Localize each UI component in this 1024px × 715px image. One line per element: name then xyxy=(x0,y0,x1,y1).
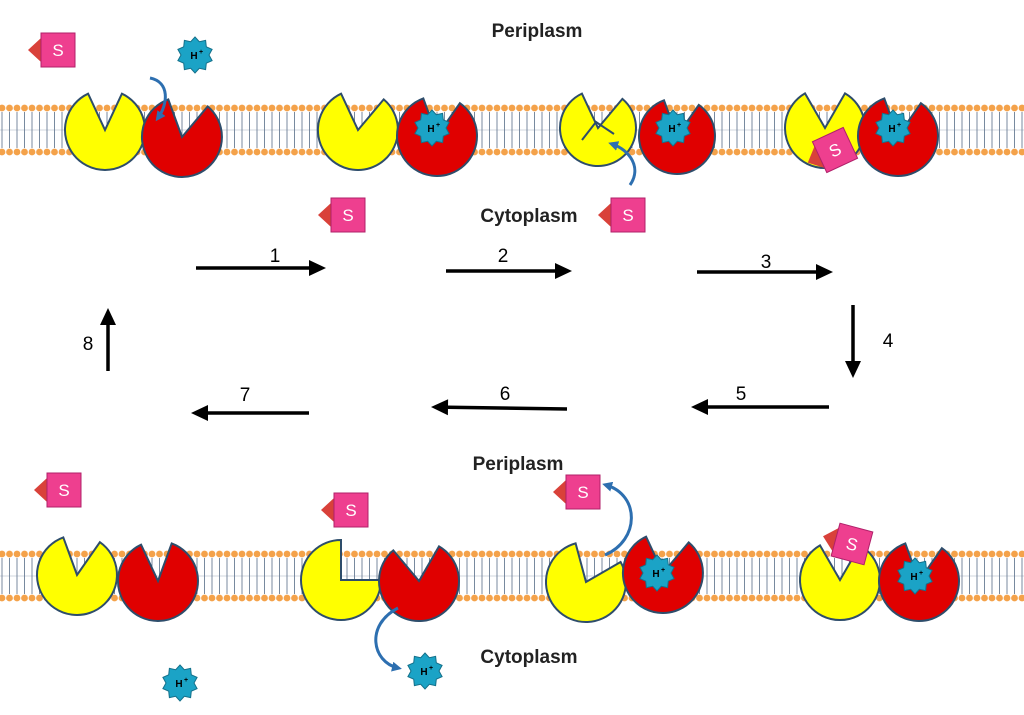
transporter-yellow-b xyxy=(316,92,399,171)
proton-bound-e: H+ xyxy=(897,557,933,595)
step-arrow-3 xyxy=(697,264,833,280)
cytoplasm-label-bottom: Cytoplasm xyxy=(480,647,577,668)
step-label-2: 2 xyxy=(498,246,509,267)
substrate-label: S xyxy=(342,206,353,225)
curved-arrow-a xyxy=(149,76,167,122)
proton-label: H xyxy=(888,124,895,135)
transporter-yellow-h xyxy=(36,536,118,616)
step-label-3: 3 xyxy=(761,252,772,273)
substrate-cytoplasm-b: S xyxy=(318,197,366,233)
substrate-label: S xyxy=(58,481,69,500)
proton-bound-c: H+ xyxy=(655,109,691,147)
proton-bound-d: H+ xyxy=(875,109,911,147)
step-label-7: 7 xyxy=(240,385,251,406)
membrane-top xyxy=(0,104,1024,156)
proton-charge-label: + xyxy=(897,122,901,129)
transporter-red-g xyxy=(378,545,461,623)
substrate-label: S xyxy=(345,501,356,520)
substrate-bound-e: S xyxy=(823,522,874,566)
proton-label: H xyxy=(668,124,675,135)
inner-fold-c xyxy=(581,120,615,141)
proton-bound-f: H+ xyxy=(639,554,675,592)
substrate-label: S xyxy=(577,483,588,502)
proton-label: H xyxy=(190,51,197,62)
step-arrow-2 xyxy=(446,263,572,279)
substrate-label: S xyxy=(52,41,63,60)
substrate-periplasm-a: S xyxy=(28,32,76,68)
substrate-periplasm-h: S xyxy=(34,472,82,508)
proton-label: H xyxy=(910,572,917,583)
proton-label: H xyxy=(420,667,427,678)
step-arrow-5 xyxy=(691,399,829,415)
substrate-label: S xyxy=(622,206,633,225)
substrate-periplasm-g: S xyxy=(321,492,369,528)
proton-charge-label: + xyxy=(436,122,440,129)
step-label-6: 6 xyxy=(500,384,511,405)
step-label-5: 5 xyxy=(736,384,747,405)
substrate-bound-d: S xyxy=(807,126,859,174)
proton-charge-label: + xyxy=(184,677,188,684)
step-arrow-6 xyxy=(431,399,568,416)
proton-charge-label: + xyxy=(677,122,681,129)
proton-cytoplasm-g: H+ xyxy=(407,652,443,690)
proton-label: H xyxy=(652,569,659,580)
proton-charge-label: + xyxy=(199,49,203,56)
substrate-label: S xyxy=(844,534,860,555)
curved-arrow-f xyxy=(602,481,633,557)
step-arrow-8 xyxy=(100,308,116,371)
periplasm-label-bottom: Periplasm xyxy=(473,454,564,475)
proton-label: H xyxy=(175,679,182,690)
substrate-released-f: S xyxy=(553,474,601,510)
step-arrow-7 xyxy=(191,405,309,421)
proton-charge-label: + xyxy=(919,570,923,577)
curved-arrow-g xyxy=(374,606,402,672)
step-arrow-1 xyxy=(196,260,326,276)
step-label-8: 8 xyxy=(83,334,94,355)
proton-cytoplasm-h: H+ xyxy=(162,664,198,702)
proton-charge-label: + xyxy=(661,567,665,574)
proton-periplasm-a: H+ xyxy=(177,36,213,74)
proton-label: H xyxy=(427,124,434,135)
proton-charge-label: + xyxy=(429,665,433,672)
step-label-1: 1 xyxy=(270,246,281,267)
proton-bound-b: H+ xyxy=(414,109,450,147)
periplasm-label-top: Periplasm xyxy=(492,21,583,42)
curved-arrow-c xyxy=(608,141,637,186)
transporter-yellow-c xyxy=(559,92,637,167)
transporter-yellow-g xyxy=(300,538,383,621)
step-arrow-4 xyxy=(845,305,861,378)
transporter-yellow-a xyxy=(64,92,146,171)
transporter-red-h xyxy=(117,542,199,622)
cytoplasm-label-top: Cytoplasm xyxy=(480,206,577,227)
substrate-cytoplasm-c: S xyxy=(598,197,646,233)
step-label-4: 4 xyxy=(883,331,894,352)
